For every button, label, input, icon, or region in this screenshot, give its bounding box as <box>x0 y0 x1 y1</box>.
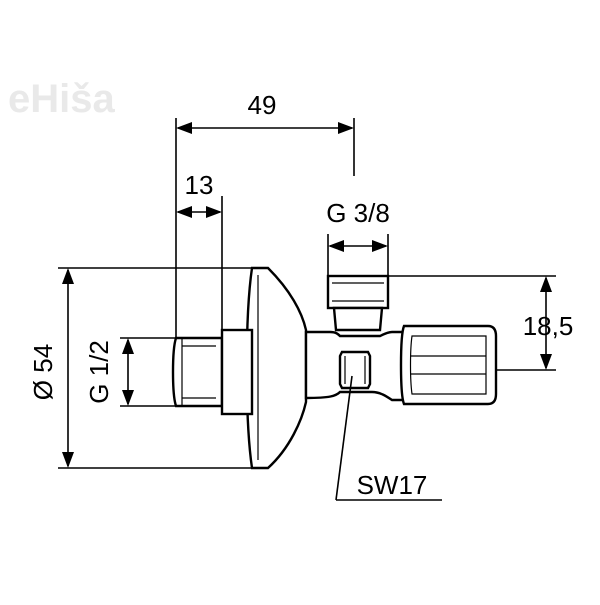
watermark-logo: eHiša <box>8 77 115 121</box>
inlet-thread <box>171 336 224 408</box>
dim-g38-label: G 3/8 <box>326 198 390 228</box>
outlet-neck <box>332 306 384 332</box>
dimension-diameter-54: Ø 54 <box>28 267 252 469</box>
sw17-label: SW17 <box>357 470 428 500</box>
dimension-g12: G 1/2 <box>84 337 176 407</box>
dimension-18-5: 18,5 <box>388 275 574 371</box>
dim-diameter-label: Ø 54 <box>28 344 58 400</box>
cover-flange <box>245 266 308 470</box>
dimension-g38: G 3/8 <box>326 198 390 276</box>
dim-49-label: 49 <box>248 90 277 120</box>
dimension-49: 49 <box>175 90 355 338</box>
valve-handle <box>399 324 498 406</box>
dim-18-5-label: 18,5 <box>523 311 574 341</box>
dim-13-label: 13 <box>185 170 214 200</box>
inlet-collar <box>220 328 254 416</box>
hex-nut <box>338 350 372 390</box>
outlet-thread <box>326 274 390 310</box>
dimension-13: 13 <box>176 170 223 330</box>
dim-g12-label: G 1/2 <box>84 340 114 404</box>
valve-body <box>171 266 498 470</box>
sw17-callout: SW17 <box>335 375 442 501</box>
